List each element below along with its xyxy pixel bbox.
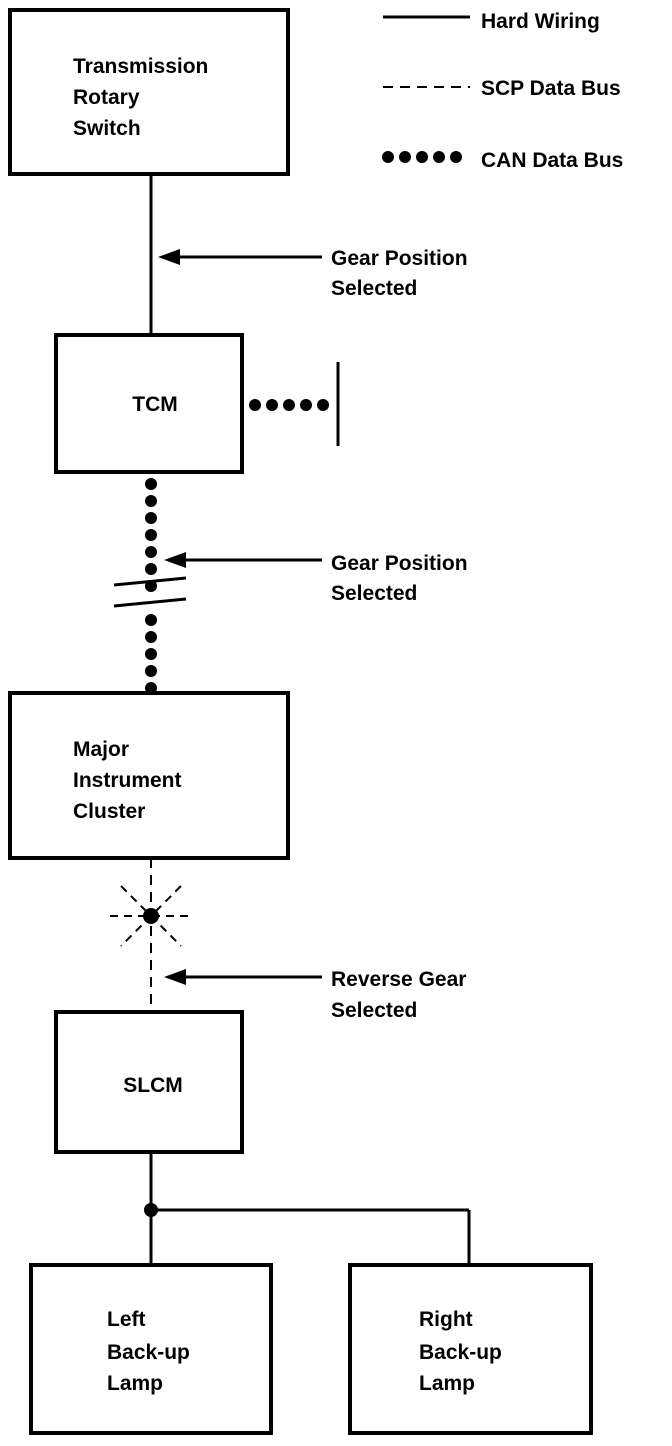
tcm-label: TCM [132, 393, 178, 416]
signal-arrow-gear-position-1 [158, 249, 322, 265]
hard-wire-slcm-to-lamps [144, 1152, 471, 1265]
left-lamp-label-line1: Left [107, 1308, 146, 1331]
legend-scp-bus-label: SCP Data Bus [481, 77, 621, 100]
reverse-gear-line2: Selected [331, 999, 417, 1022]
slcm-label: SLCM [123, 1074, 183, 1097]
major-instrument-cluster-box [8, 691, 290, 860]
break-marks [113, 576, 187, 608]
signal-arrow-reverse-gear [164, 969, 322, 985]
legend-can-bus-label: CAN Data Bus [481, 149, 623, 172]
can-bus-tcm-to-cluster [145, 478, 157, 694]
fault-burst-icon [110, 885, 192, 947]
transmission-label-line3: Switch [73, 117, 141, 140]
cluster-label-line1: Major [73, 738, 129, 761]
right-lamp-label-line3: Lamp [419, 1372, 475, 1395]
left-lamp-label-line2: Back-up [107, 1341, 190, 1364]
legend-hard-wiring-label: Hard Wiring [481, 10, 600, 33]
gear-position-1-line2: Selected [331, 277, 417, 300]
legend: Hard Wiring SCP Data Bus CAN Data Bus [382, 10, 623, 172]
legend-can-bus-dots [382, 151, 462, 163]
tcm-box [54, 333, 244, 474]
left-backup-lamp-box [29, 1263, 273, 1435]
right-lamp-label-line1: Right [419, 1308, 473, 1331]
right-lamp-label-line2: Back-up [419, 1341, 502, 1364]
gear-position-2-line2: Selected [331, 582, 417, 605]
reverse-gear-line1: Reverse Gear [331, 968, 466, 991]
transmission-label-line2: Rotary [73, 86, 140, 109]
cluster-label-line3: Cluster [73, 800, 145, 823]
right-backup-lamp-box [348, 1263, 593, 1435]
tcm-can-bus-stub [249, 362, 340, 446]
slcm-box [54, 1010, 244, 1154]
signal-arrow-gear-position-2 [164, 552, 322, 568]
junction-dot [144, 1203, 158, 1217]
transmission-label-line1: Transmission [73, 55, 208, 78]
transmission-rotary-switch-box [8, 8, 290, 176]
left-lamp-label-line3: Lamp [107, 1372, 163, 1395]
cluster-label-line2: Instrument [73, 769, 182, 792]
gear-position-2-line1: Gear Position [331, 552, 468, 575]
gear-position-1-line1: Gear Position [331, 247, 468, 270]
